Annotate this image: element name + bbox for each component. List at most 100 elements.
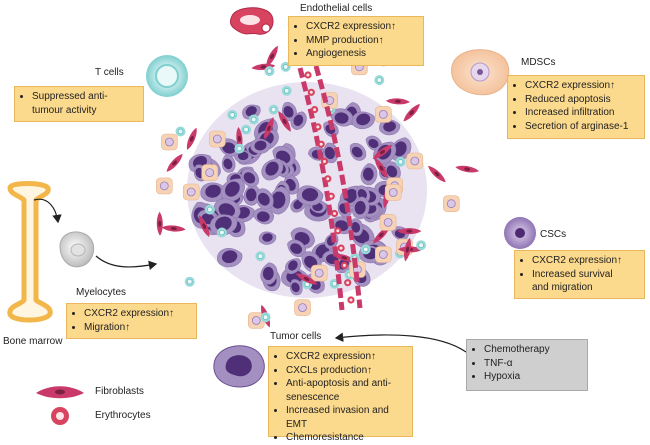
- mdsc-cell: [442, 195, 460, 212]
- erythrocyte: [311, 106, 319, 114]
- erythrocyte: [317, 140, 325, 148]
- mdsc-cell: [310, 264, 328, 282]
- cscs-label: CSCs: [540, 229, 567, 240]
- csc-effects-box: CXCR2 expression↑ Increased survivaland …: [514, 250, 645, 299]
- tumor-cells-label: Tumor cells: [270, 331, 322, 342]
- endothelial-cell-icon: [229, 7, 274, 35]
- tumor-mass: [156, 41, 480, 329]
- tumor-cell: [217, 248, 243, 268]
- t-cell: [360, 244, 371, 255]
- tumor-cell: [349, 142, 367, 161]
- tumor-effect: Increased invasion and EMT: [286, 404, 406, 431]
- stimulus-item: TNF-α: [484, 357, 581, 371]
- stimuli-to-tumor-arrow: [334, 332, 467, 353]
- endothelial-cells-label: Endothelial cells: [300, 3, 373, 14]
- t-cell: [395, 156, 406, 167]
- t-cell: [260, 312, 271, 323]
- myelocyte-effect: Migration↑: [84, 321, 190, 335]
- tumor-cell: [352, 196, 370, 220]
- tumor-effect-line: Anti-apoptosis and anti-: [286, 378, 392, 389]
- myelocyte-icon: [59, 231, 95, 268]
- t-cell: [248, 114, 259, 125]
- tumor-cell: [285, 258, 302, 274]
- myelocytes-label: Myelocytes: [76, 287, 127, 298]
- fibroblast: [332, 253, 356, 262]
- tumor-effect: Chemoresistance: [286, 431, 406, 445]
- endothelial-effect: MMP production↑: [306, 34, 417, 48]
- mdsc-effect: Reduced apoptosis: [525, 93, 638, 107]
- erythrocyte: [320, 157, 329, 166]
- tumor-cell: [349, 218, 364, 237]
- blood-vessel: [297, 65, 363, 311]
- tumor-cell: [250, 138, 271, 154]
- tumor-cell: [256, 188, 274, 210]
- erythrocyte-legend-icon: [51, 407, 69, 425]
- fibroblast: [166, 153, 183, 172]
- tumor-cell: [379, 119, 401, 136]
- mdsc-icon: [451, 49, 510, 96]
- t-cell: [281, 85, 292, 96]
- erythrocyte: [334, 227, 342, 235]
- tumor-cell: [267, 186, 291, 215]
- tumor-cell: [252, 207, 275, 225]
- myelocyte-to-tumor-arrow: [95, 255, 158, 271]
- csc-effect: CXCR2 expression↑: [532, 254, 638, 268]
- tumor-cell: [351, 111, 375, 130]
- bone-marrow-label: Bone marrow: [3, 336, 63, 347]
- fibroblast: [156, 211, 163, 236]
- fibroblasts-label: Fibroblasts: [95, 386, 144, 397]
- endothelial-effect: Angiogenesis: [306, 47, 417, 61]
- csc-icon: [504, 217, 536, 249]
- t-cell: [204, 204, 215, 215]
- erythrocyte: [324, 175, 332, 183]
- tcell-effect-line: tumour activity: [32, 104, 97, 116]
- mdsc-effect: Secretion of arginase-1: [525, 120, 638, 134]
- erythrocyte: [327, 192, 335, 200]
- tumor-cell: [384, 161, 401, 182]
- mdsc-cell: [379, 214, 397, 231]
- tumor-cell: [389, 137, 412, 162]
- fibroblast: [385, 98, 410, 105]
- tumor-cell: [220, 178, 245, 202]
- mdsc-cell: [406, 152, 424, 170]
- fibroblast: [264, 117, 274, 140]
- mdsc-cell: [161, 133, 178, 151]
- t-cell: [184, 276, 195, 287]
- erythrocyte: [304, 71, 312, 79]
- mdsc-cell: [156, 177, 173, 195]
- tcell-effect: Suppressed anti-tumour activity: [32, 90, 137, 117]
- tcell-effects-box: Suppressed anti-tumour activity: [14, 86, 144, 122]
- mdsc-cell: [374, 106, 392, 123]
- fibroblast: [161, 225, 186, 232]
- erythrocyte: [344, 279, 352, 287]
- erythrocyte: [314, 123, 322, 131]
- mdsc-cell: [182, 183, 200, 201]
- mdsc-cell: [374, 246, 392, 263]
- tumor-cell: [296, 185, 324, 206]
- tumor-cell: [287, 239, 307, 258]
- bone-to-myelocyte-arrow: [33, 198, 62, 224]
- fibroblast: [198, 215, 210, 237]
- tumor-effect-line: senescence: [286, 391, 340, 403]
- t-cell: [216, 227, 227, 238]
- mdsc-cell: [384, 184, 402, 201]
- tumor-cell: [258, 231, 277, 245]
- mdscs-label: MDSCs: [521, 57, 556, 68]
- erythrocyte: [337, 244, 345, 252]
- stimulus-item: Chemotherapy: [484, 343, 581, 357]
- fibroblast: [403, 103, 420, 122]
- mdsc-effect: CXCR2 expression↑: [525, 79, 638, 93]
- fibroblast: [372, 145, 393, 160]
- csc-effect-line: Increased survival: [532, 268, 613, 280]
- mdsc-cell: [201, 164, 218, 181]
- fibroblast: [374, 158, 388, 179]
- tumor-cell: [289, 279, 303, 296]
- mdsc-effect: Increased infiltration: [525, 106, 638, 120]
- mdsc-cell: [321, 92, 339, 109]
- endothelial-effect: CXCR2 expression↑: [306, 20, 417, 34]
- erythrocyte: [330, 209, 339, 218]
- tumor-effect: CXCR2 expression↑: [286, 350, 406, 364]
- mdsc-effects-box: CXCR2 expression↑ Reduced apoptosis Incr…: [507, 75, 645, 139]
